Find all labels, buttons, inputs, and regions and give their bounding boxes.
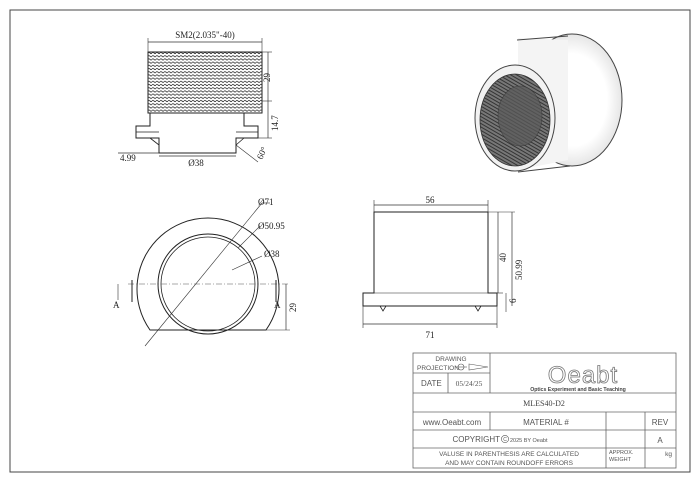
title-block-text: DRAWING PROJECTION DATE 05/24/25 Oeabt O…	[417, 356, 672, 467]
copyright-label: COPYRIGHT	[452, 435, 500, 444]
thread-region	[147, 51, 263, 114]
date-label: DATE	[421, 379, 442, 388]
dim-height-5099: 50.99	[514, 259, 524, 280]
approx-label: APPROX.	[609, 450, 634, 456]
dim-overall-height: 14.7	[270, 115, 280, 131]
copyright-year: 2025 BY Oeabt	[510, 438, 548, 444]
material-label: MATERIAL #	[523, 418, 569, 427]
projection-symbol-icon	[455, 363, 489, 371]
drawing-label: DRAWING	[435, 356, 466, 363]
dim-section-29: 29	[288, 303, 298, 313]
section-outline	[362, 211, 498, 307]
section-mark-left: A	[113, 300, 120, 310]
dim-height-40: 40	[498, 253, 508, 263]
dim-angle: 60°	[255, 145, 270, 161]
rev-label: REV	[652, 418, 669, 427]
copyright-icon: C	[501, 435, 509, 443]
dim-outer-diameter: Ø71	[258, 197, 274, 207]
part-number: MLES40-D2	[523, 399, 565, 408]
date-value: 05/24/25	[456, 379, 483, 388]
rev-value: A	[657, 436, 663, 445]
section-view: 56 71 40 50.99 6	[362, 195, 524, 340]
section-mark-right: A	[274, 300, 281, 310]
projection-label: PROJECTION	[417, 365, 459, 372]
dim-bottom-width: 71	[426, 330, 435, 340]
company-logo: Oeabt	[548, 362, 618, 389]
title-block	[412, 352, 677, 469]
svg-text:C: C	[503, 437, 507, 443]
dim-top-width: 56	[426, 195, 436, 205]
isometric-view	[474, 33, 623, 173]
logo-tagline: Optics Experiment and Basic Teaching	[530, 387, 626, 393]
end-view: Ø71 Ø50.95 Ø38 29 A A	[113, 197, 298, 347]
weight-unit: kg	[665, 451, 672, 458]
dim-bore: Ø38	[188, 158, 204, 168]
dim-thread-height: 29	[262, 73, 272, 83]
thread-callout: SM2(2.035"-40)	[175, 30, 234, 40]
outer-profile	[136, 217, 280, 331]
dim-flange-6: 6	[508, 298, 518, 303]
note-line-2: AND MAY CONTAIN ROUNDOFF ERRORS	[445, 460, 574, 467]
website-link: www.Oeabt.com	[422, 418, 482, 427]
dim-inner-diameter: Ø38	[264, 249, 280, 259]
weight-label: WEIGHT	[609, 457, 632, 463]
front-body-outline	[135, 113, 259, 154]
sheet-border	[9, 9, 691, 473]
dim-mid-diameter: Ø50.95	[258, 221, 285, 231]
dim-flange: 4.99	[120, 153, 136, 163]
front-view: SM2(2.035"-40) 29 14.7 Ø38 4.99 60°	[118, 30, 280, 168]
note-line-1: VALUSE IN PARENTHESIS ARE CALCULATED	[439, 451, 579, 458]
